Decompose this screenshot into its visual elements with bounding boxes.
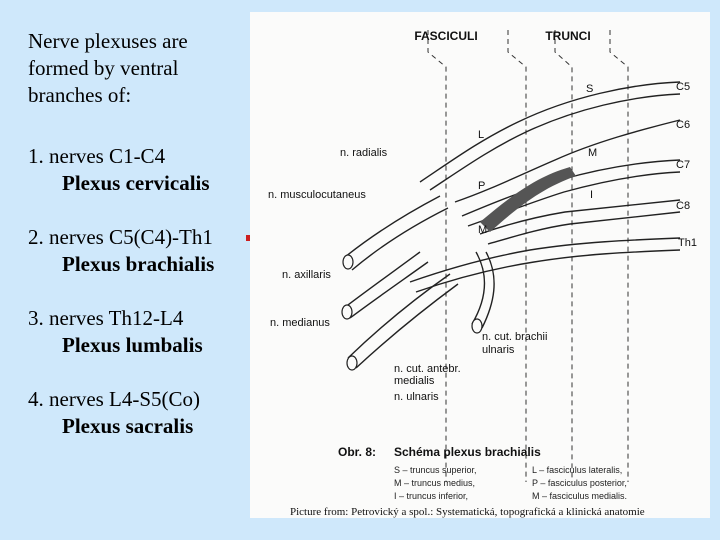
- list-item: 4. nerves L4-S5(Co) Plexus sacralis: [28, 386, 248, 440]
- nerve-label: medialis: [394, 375, 435, 387]
- item-nerves: 3. nerves Th12-L4: [28, 306, 184, 330]
- legend-item: I – truncus inferior,: [394, 491, 468, 501]
- caption-title: Schéma plexus brachialis: [394, 445, 541, 459]
- item-nerves: 2. nerves C5(C4)-Th1: [28, 225, 213, 249]
- trunk-letter: M: [588, 147, 597, 159]
- legend-item: P – fasciculus posterior,: [532, 478, 627, 488]
- picture-credit: Picture from: Petrovický a spol.: System…: [290, 506, 645, 518]
- legend-item: L – fasciculus lateralis,: [532, 465, 622, 475]
- nerve-label: n. ulnaris: [394, 391, 439, 403]
- item-nerves: 1. nerves C1-C4: [28, 144, 166, 168]
- item-plexus: Plexus lumbalis: [62, 333, 203, 357]
- item-plexus: Plexus cervicalis: [62, 171, 210, 195]
- legend-item: M – truncus medius,: [394, 478, 475, 488]
- cord-letter: P: [478, 180, 485, 192]
- list-item: 2. nerves C5(C4)-Th1 Plexus brachialis: [28, 224, 248, 278]
- list-item: 3. nerves Th12-L4 Plexus lumbalis: [28, 305, 248, 359]
- item-nerves: 4. nerves L4-S5(Co): [28, 387, 201, 411]
- root-label: C5: [676, 81, 690, 93]
- root-label: C8: [676, 200, 690, 212]
- cord-letter: L: [478, 129, 484, 141]
- header-fasciculi: FASCICULI: [414, 29, 477, 43]
- text-panel: Nerve plexuses are formed by ventral bra…: [28, 28, 248, 467]
- cord-letter: M: [478, 224, 487, 236]
- list-item: 1. nerves C1-C4 Plexus cervicalis: [28, 143, 248, 197]
- trunk-letter: I: [590, 189, 593, 201]
- plexus-diagram: FASCICULI TRUNCI C5 C6 C7 C8 Th1 S M I L…: [268, 29, 697, 501]
- brachial-plexus-figure: FASCICULI TRUNCI C5 C6 C7 C8 Th1 S M I L…: [250, 12, 710, 518]
- root-label: C6: [676, 119, 690, 131]
- root-label: Th1: [678, 237, 697, 249]
- trunk-letter: S: [586, 83, 593, 95]
- nerve-label: ulnaris: [482, 344, 515, 356]
- item-plexus: Plexus sacralis: [62, 414, 194, 438]
- nerve-label: n. cut. antebr.: [394, 363, 461, 375]
- item-plexus: Plexus brachialis: [62, 252, 215, 276]
- root-label: C7: [676, 159, 690, 171]
- nerve-label: n. musculocutaneus: [268, 189, 366, 201]
- nerve-label: n. medianus: [270, 317, 330, 329]
- caption-obr: Obr. 8:: [338, 445, 376, 459]
- intro-text: Nerve plexuses are formed by ventral bra…: [28, 29, 188, 107]
- legend-item: S – truncus superior,: [394, 465, 477, 475]
- nerve-label: n. axillaris: [282, 269, 331, 281]
- nerve-label: n. radialis: [340, 147, 388, 159]
- header-trunci: TRUNCI: [545, 29, 590, 43]
- legend-item: M – fasciculus medialis.: [532, 491, 627, 501]
- nerve-label: n. cut. brachii: [482, 331, 547, 343]
